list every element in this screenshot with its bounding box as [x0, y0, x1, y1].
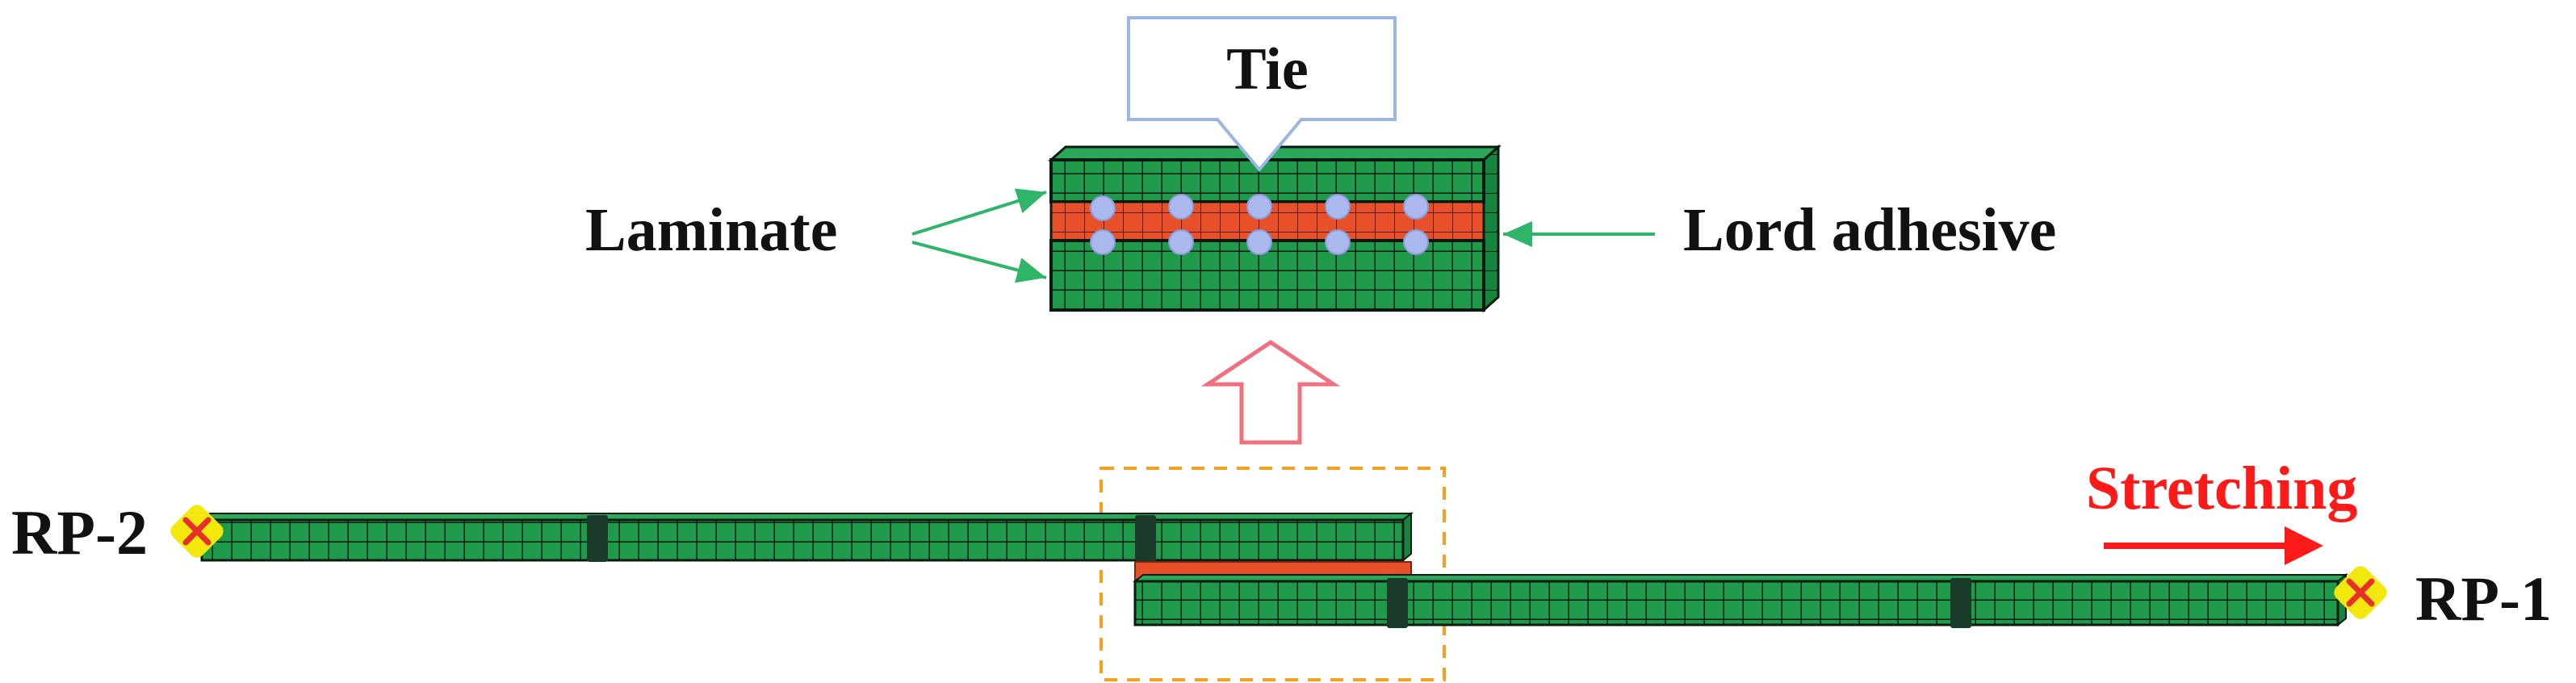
tie-node: [1090, 229, 1116, 255]
tie-node: [1403, 229, 1429, 255]
tie-node: [1403, 194, 1429, 220]
tie-nodes: [1090, 194, 1429, 255]
rp2-label: RP-2: [11, 497, 148, 568]
overlap-block-3d: [1048, 144, 1502, 313]
tie-node: [1325, 194, 1351, 220]
laminate-pointer-arrows: [911, 188, 1047, 283]
tie-node: [1090, 195, 1116, 221]
tie-callout-shape: [1127, 16, 1397, 173]
tie-node: [1246, 229, 1272, 255]
x-cross-icon: [170, 505, 224, 558]
stretching-label: Stretching: [2086, 455, 2357, 522]
up-arrow-icon: [1200, 339, 1341, 445]
laminate-label: Laminate: [585, 196, 837, 264]
arrow-to-upper-laminate: [911, 188, 1047, 236]
upper-adherend-body: [200, 518, 1405, 562]
arrow-to-lower-laminate: [911, 241, 1047, 283]
tie-callout: Tie: [1127, 16, 1397, 173]
lower-adherend-body: [1133, 580, 2339, 626]
partition-tab: [1950, 578, 1971, 628]
upper-adherend: [199, 511, 1414, 563]
partition-tab: [1135, 515, 1156, 562]
partition-tab: [587, 515, 608, 562]
partition-tab: [1387, 578, 1408, 628]
rp1-label: RP-1: [2415, 564, 2552, 634]
tie-node: [1168, 229, 1194, 255]
block-side-face: [1482, 144, 1500, 313]
lower-adherend: [1133, 572, 2348, 628]
tie-label: Tie: [1226, 36, 1308, 103]
adhesive-label: Lord adhesive: [1683, 196, 2056, 264]
tie-node: [1325, 229, 1351, 255]
tie-node: [1168, 194, 1194, 220]
x-cross-icon: [2334, 566, 2387, 619]
tie-node: [1246, 194, 1272, 220]
overlap-region-box: [1100, 467, 1446, 681]
